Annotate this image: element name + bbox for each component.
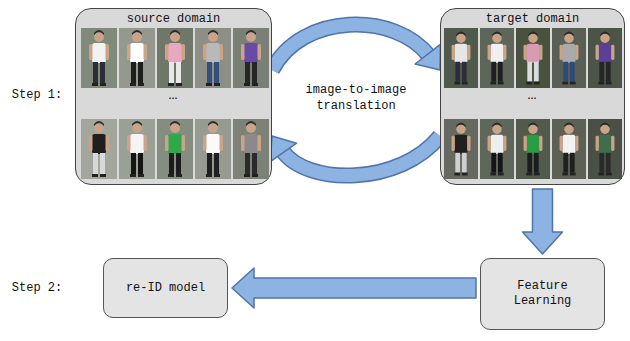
block-arrow xyxy=(232,268,476,308)
photo xyxy=(516,119,550,179)
ellipsis: … xyxy=(153,86,193,106)
photo xyxy=(480,119,514,179)
step-label: Step 1: xyxy=(6,88,68,104)
edge-label: image-to-image translation xyxy=(296,83,416,114)
photo xyxy=(588,28,622,88)
photo xyxy=(552,28,586,88)
step-label: Step 2: xyxy=(6,281,68,297)
process-box: re-ID model xyxy=(103,258,228,318)
process-box: Feature Learning xyxy=(480,258,605,330)
photo xyxy=(119,28,155,88)
node-title: Feature Learning xyxy=(500,279,585,309)
photo xyxy=(444,119,478,179)
block-arrow xyxy=(272,25,440,70)
photo xyxy=(195,119,231,179)
node-title: re-ID model xyxy=(126,281,205,296)
block-arrow xyxy=(270,136,440,176)
photo xyxy=(480,28,514,88)
photo xyxy=(157,28,193,88)
photo xyxy=(195,28,231,88)
photo xyxy=(552,119,586,179)
photo xyxy=(233,119,269,179)
photo xyxy=(233,28,269,88)
block-arrow xyxy=(523,189,563,254)
photo xyxy=(157,119,193,179)
photo xyxy=(81,28,117,88)
photo xyxy=(81,119,117,179)
node-title: target domain xyxy=(486,12,580,27)
node-title: source domain xyxy=(127,12,221,27)
photo xyxy=(444,28,478,88)
photo xyxy=(119,119,155,179)
ellipsis: … xyxy=(512,86,552,106)
photo xyxy=(516,28,550,88)
photo xyxy=(588,119,622,179)
